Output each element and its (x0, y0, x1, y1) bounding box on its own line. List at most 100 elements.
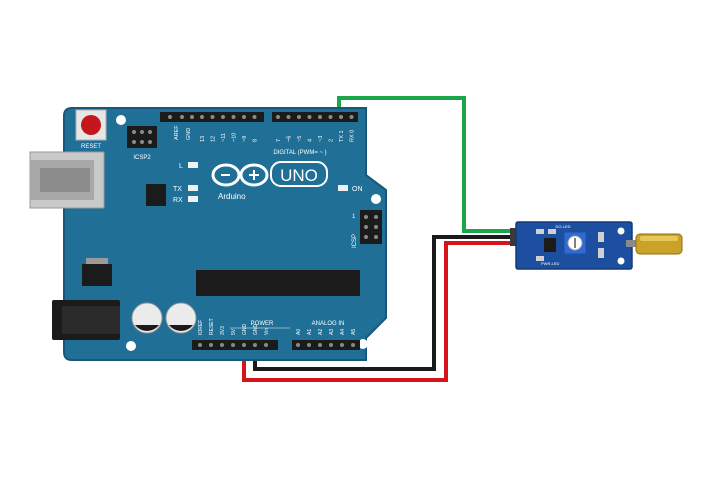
analog-pin-hole (329, 343, 333, 347)
digital-pin-hole (318, 115, 322, 119)
icsp-label: ICSP (352, 234, 358, 248)
power-pin-label: Vin (264, 328, 270, 335)
tilt-sensor-module: DO-LED PWR-LED (510, 221, 683, 270)
power-pin-label: RESET (209, 318, 215, 335)
sensor-smd (598, 248, 604, 258)
on-led (338, 185, 348, 191)
mount-hole (358, 339, 368, 349)
analog-label: ANALOG IN (312, 321, 345, 327)
digital-pin-label: ~6 (287, 136, 293, 142)
ground-wire (253, 235, 514, 371)
status-leds (188, 162, 198, 202)
power-wire (242, 241, 514, 382)
tilt-switch (626, 233, 683, 255)
atmega-chip (196, 270, 360, 296)
digital-pin-label: 7 (276, 139, 282, 142)
analog-pin-label: A0 (296, 329, 302, 335)
uno-badge (270, 161, 328, 187)
digital-pin-hole (276, 115, 280, 119)
digital-pin-hole (328, 115, 333, 119)
power-pin-hole (242, 343, 246, 347)
power-pin-hole (264, 343, 268, 347)
icsp2-label: ICSP2 (133, 155, 151, 161)
capacitors (131, 302, 197, 334)
sensor-smd (598, 232, 604, 242)
digital-pin-hole (231, 115, 236, 119)
digital-pin-hole (190, 115, 194, 119)
digital-pin-hole (307, 115, 312, 119)
digital-pin-hole (168, 115, 172, 119)
digital-pin-label: 2 (329, 139, 335, 142)
sensor-mount-hole (617, 227, 625, 235)
analog-pin-hole (318, 343, 322, 347)
analog-pin-label: A4 (340, 329, 346, 335)
digital-pin-label: 12 (211, 136, 217, 142)
digital-pin-label: ~10 (232, 133, 238, 142)
digital-pin-label: ~11 (221, 133, 227, 142)
power-pin-hole (220, 343, 224, 347)
pin-label-aref: AREF (174, 125, 180, 140)
digital-pin-hole (349, 115, 354, 119)
digital-pin-hole (242, 115, 246, 119)
digital-pin-label: 8 (253, 139, 259, 142)
pin-label-gnd: GND (186, 128, 192, 140)
power-pin-hole (253, 343, 257, 347)
icsp2-header (127, 126, 157, 148)
analog-pin-hole (351, 343, 355, 347)
analog-pin-label: A1 (307, 329, 313, 335)
sensor-top-label: DO-LED (555, 224, 570, 229)
usb-chip (146, 184, 166, 206)
mount-hole (126, 341, 136, 351)
digital-pin-hole (286, 115, 291, 119)
analog-pin-label: A3 (329, 329, 335, 335)
digital-header (160, 112, 358, 122)
sensor-side-label: PWR-LED (541, 261, 560, 266)
power-pin-label: GND (253, 324, 259, 336)
digital-pin-label: 13 (200, 136, 206, 142)
sensor-smd (536, 229, 544, 234)
arduino-logo (211, 163, 269, 187)
rx-led-label: RX (173, 197, 183, 204)
tx-led-label: TX (173, 186, 182, 193)
digital-pin-label: ~3 (318, 136, 324, 142)
digital-pin-label: RX 0 (350, 130, 356, 142)
digital-pin-hole (339, 115, 343, 119)
power-pin-label: 3V3 (220, 326, 226, 335)
digital-pin-label: 4 (308, 139, 314, 142)
analog-pin-label: A2 (318, 329, 324, 335)
mount-hole (116, 115, 126, 125)
reset-label: RESET (81, 144, 101, 150)
digital-label: DIGITAL (PWM= ~ ) (273, 150, 326, 156)
digital-pin-label: ~5 (297, 136, 303, 142)
power-pin-label: 5V (231, 328, 237, 335)
on-led-label: ON (352, 186, 363, 193)
power-pin-label: GND (242, 324, 248, 336)
model-label: UNO (280, 166, 318, 185)
analog-pin-hole (307, 343, 311, 347)
l-led-label: L (179, 163, 183, 170)
potentiometer (563, 231, 587, 255)
power-label: POWER (251, 321, 274, 327)
analog-pin-label: A5 (351, 329, 357, 335)
voltage-regulator (82, 258, 112, 286)
power-pin-label: IOREF (198, 320, 204, 335)
icsp-pin1-label: 1 (352, 214, 356, 220)
sensor-smd (536, 256, 544, 261)
digital-pin-hole (252, 115, 257, 119)
power-pin-hole (198, 343, 202, 347)
analog-pin-hole (296, 343, 300, 347)
dc-power-jack (52, 300, 120, 340)
digital-pin-hole (210, 115, 215, 119)
power-pin-hole (209, 343, 213, 347)
icsp-header (360, 210, 382, 244)
brand-label: Arduino (218, 192, 246, 201)
digital-pin-hole (297, 115, 301, 119)
power-analog-labels: IOREF RESET 3V3 5V GND GND Vin A0 A1 A2 A3 A4 A5 (198, 318, 357, 335)
digital-pin-hole (180, 115, 184, 119)
digital-pin-hole (221, 115, 225, 119)
comparator-chip (544, 238, 556, 252)
mount-hole (371, 194, 381, 204)
sensor-smd (548, 229, 556, 234)
